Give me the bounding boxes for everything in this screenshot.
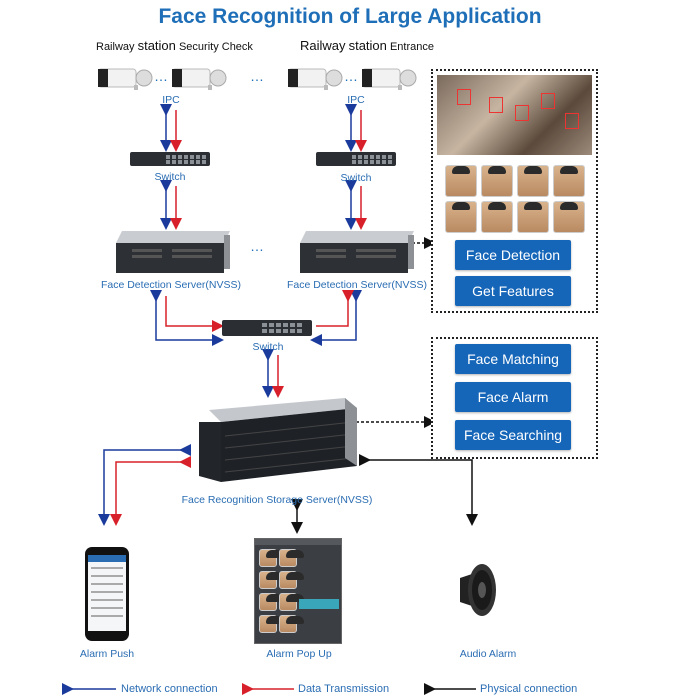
ipc-camera-3 bbox=[287, 66, 344, 95]
legend-physical: Physical connection bbox=[480, 683, 578, 695]
location-security-check: Railway station Security Check bbox=[96, 38, 253, 53]
face-thumbnail bbox=[445, 165, 477, 197]
face-thumbnail bbox=[279, 615, 304, 633]
speaker-icon bbox=[452, 560, 502, 625]
alarm-popup-label: Alarm Pop Up bbox=[266, 648, 332, 660]
face-thumbnail bbox=[259, 549, 284, 567]
phone-screen bbox=[88, 555, 126, 631]
ipc-label-right: IPC bbox=[347, 94, 365, 106]
face-thumbnail bbox=[259, 615, 284, 633]
detection-server-right bbox=[296, 229, 416, 280]
location-left-main: station bbox=[137, 38, 176, 53]
detection-server-label-right: Face Detection Server(NVSS) bbox=[286, 279, 428, 291]
face-thumbnail bbox=[259, 571, 284, 589]
face-searching-button[interactable]: Face Searching bbox=[455, 420, 571, 450]
location-left-suffix: Security Check bbox=[178, 41, 253, 53]
face-alarm-button[interactable]: Face Alarm bbox=[455, 382, 571, 412]
ipc-label-left: IPC bbox=[162, 94, 180, 106]
ellipsis: … bbox=[344, 68, 359, 84]
alarm-popup-window bbox=[254, 538, 342, 644]
face-thumbnail bbox=[445, 201, 477, 233]
face-thumbnail bbox=[517, 165, 549, 197]
location-entrance: Railway station Entrance bbox=[300, 38, 434, 53]
detection-box bbox=[565, 113, 579, 129]
face-thumbnail bbox=[259, 593, 284, 611]
location-right-suffix: Entrance bbox=[389, 41, 434, 53]
legend-network: Network connection bbox=[121, 683, 218, 695]
alarm-push-label: Alarm Push bbox=[79, 648, 135, 660]
face-thumbnail bbox=[517, 201, 549, 233]
detection-box bbox=[489, 97, 503, 113]
switch-label-right: Switch bbox=[340, 172, 372, 184]
location-right-main: station bbox=[348, 38, 387, 53]
face-detection-panel: Face Detection Get Features bbox=[431, 69, 598, 313]
switch-device-center bbox=[222, 318, 312, 343]
get-features-button[interactable]: Get Features bbox=[455, 276, 571, 306]
detection-server-label-left: Face Detection Server(NVSS) bbox=[100, 279, 242, 291]
ellipsis: … bbox=[250, 68, 265, 84]
detection-box bbox=[515, 105, 529, 121]
storage-server bbox=[195, 396, 360, 491]
phone-icon bbox=[85, 547, 129, 641]
face-thumbnail bbox=[279, 571, 304, 589]
location-left-prefix: Railway bbox=[96, 41, 135, 53]
face-matching-button[interactable]: Face Matching bbox=[455, 344, 571, 374]
detection-box bbox=[541, 93, 555, 109]
storage-server-label: Face Recognition Storage Server(NVSS) bbox=[181, 494, 373, 506]
face-thumbnail bbox=[553, 165, 585, 197]
switch-device-right bbox=[316, 150, 396, 173]
face-detection-button[interactable]: Face Detection bbox=[455, 240, 571, 270]
crowd-photo bbox=[437, 75, 592, 155]
switch-label-center: Switch bbox=[252, 341, 284, 353]
face-recognition-panel: Face Matching Face Alarm Face Searching bbox=[431, 337, 598, 459]
detection-server-left bbox=[112, 229, 232, 280]
ellipsis: … bbox=[250, 238, 265, 254]
page-title: Face Recognition of Large Application bbox=[158, 5, 542, 28]
switch-device-left bbox=[130, 150, 210, 173]
legend-data: Data Transmission bbox=[298, 683, 390, 695]
face-thumbnail bbox=[553, 201, 585, 233]
face-thumbnail bbox=[279, 593, 304, 611]
ipc-camera-2 bbox=[171, 66, 228, 95]
switch-label-left: Switch bbox=[154, 171, 186, 183]
detection-box bbox=[457, 89, 471, 105]
location-right-prefix: Railway bbox=[300, 38, 346, 53]
face-thumbnail bbox=[481, 165, 513, 197]
ellipsis: … bbox=[154, 68, 169, 84]
ipc-camera-4 bbox=[361, 66, 418, 95]
ipc-camera-1 bbox=[97, 66, 154, 95]
face-thumbnail bbox=[279, 549, 304, 567]
face-thumbnail bbox=[481, 201, 513, 233]
audio-alarm-label: Audio Alarm bbox=[459, 648, 517, 660]
